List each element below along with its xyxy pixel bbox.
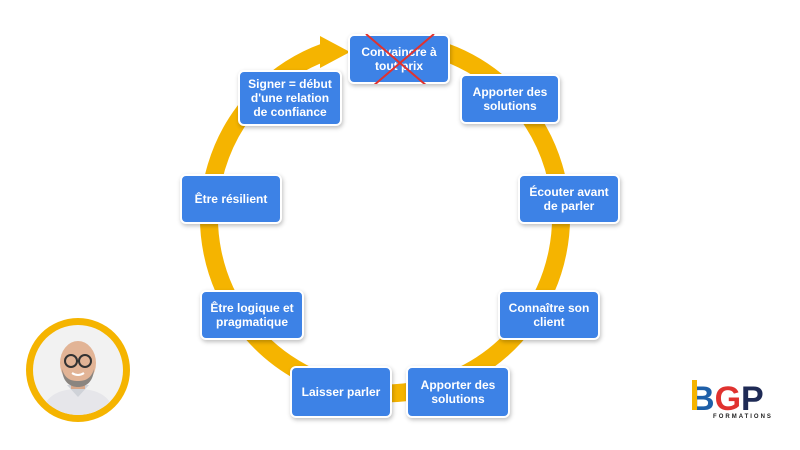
node-logique: Être logique et pragmatique bbox=[200, 290, 304, 340]
node-signer-label: Signer = début d'une relation de confian… bbox=[248, 77, 332, 119]
node-apporter-1-label: Apporter des solutions bbox=[472, 85, 548, 113]
node-apporter-2-label: Apporter des solutions bbox=[420, 378, 496, 406]
node-laisser: Laisser parler bbox=[290, 366, 392, 418]
svg-text:BGP: BGP bbox=[690, 380, 764, 418]
node-laisser-label: Laisser parler bbox=[301, 385, 381, 399]
node-signer: Signer = début d'une relation de confian… bbox=[238, 70, 342, 126]
node-apporter-1: Apporter des solutions bbox=[460, 74, 560, 124]
node-connaitre-label: Connaître son client bbox=[508, 301, 590, 329]
node-connaitre: Connaître son client bbox=[498, 290, 600, 340]
node-ecouter: Écouter avant de parler bbox=[518, 174, 620, 224]
avatar bbox=[33, 325, 123, 415]
presenter-photo-icon bbox=[33, 325, 123, 415]
node-resilient: Être résilient bbox=[180, 174, 282, 224]
logo-caption: FORMATIONS bbox=[713, 414, 773, 420]
cycle-arrowhead bbox=[320, 36, 350, 68]
node-ecouter-label: Écouter avant de parler bbox=[529, 185, 609, 213]
node-logique-label: Être logique et pragmatique bbox=[210, 301, 294, 329]
bgp-logo: BGP bbox=[690, 380, 764, 418]
node-convaincre: Convaincre à tout prix bbox=[348, 34, 450, 84]
node-apporter-2: Apporter des solutions bbox=[406, 366, 510, 418]
node-resilient-label: Être résilient bbox=[194, 192, 268, 206]
cross-mark-icon bbox=[365, 34, 435, 84]
